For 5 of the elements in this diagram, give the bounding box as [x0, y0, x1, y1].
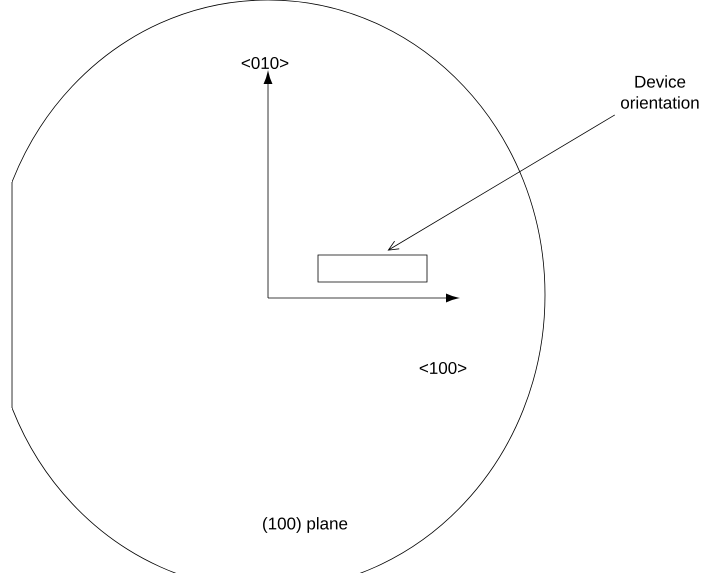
leader-line — [388, 114, 616, 251]
callout-text: Device orientation — [621, 75, 699, 109]
direction-label: <010> — [242, 56, 288, 70]
device-rectangle — [318, 254, 428, 282]
direction-label: <100> — [420, 362, 466, 374]
